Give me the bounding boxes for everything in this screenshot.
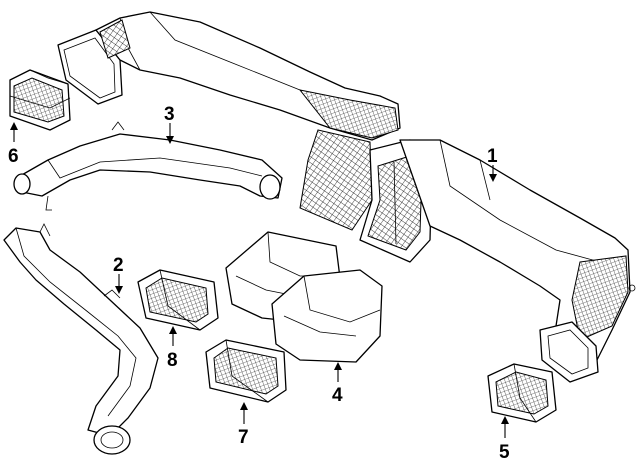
part-3-side-duct xyxy=(13,121,283,211)
part-8-vent xyxy=(137,269,219,331)
callout-7: 7 xyxy=(238,427,249,448)
part-1-main-duct xyxy=(57,11,636,383)
callout-3: 3 xyxy=(164,104,175,125)
callout-5: 5 xyxy=(499,442,510,463)
leader-lines xyxy=(10,122,509,438)
part-2-lower-duct xyxy=(3,223,159,455)
part-6-left-vent xyxy=(9,69,71,131)
callout-1: 1 xyxy=(487,146,498,167)
part-4-centre-ducts xyxy=(225,231,383,363)
callout-2: 2 xyxy=(113,255,124,276)
callout-8: 8 xyxy=(167,350,178,371)
part-7-vent xyxy=(205,339,287,403)
callout-6: 6 xyxy=(8,146,19,167)
part-5-right-vent xyxy=(487,363,557,423)
callout-4: 4 xyxy=(332,385,343,406)
